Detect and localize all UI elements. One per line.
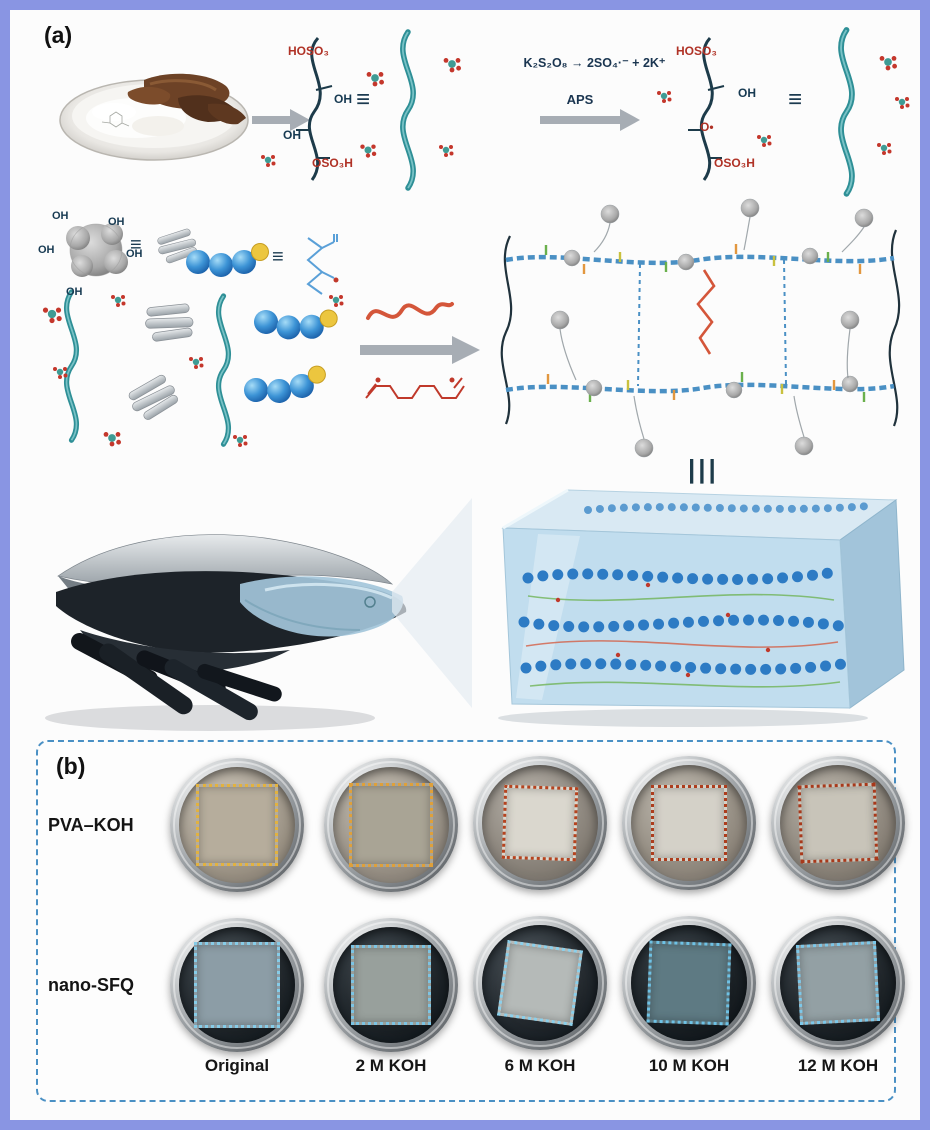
group-label-hoso3-before: HOSO₃ [288,44,329,58]
col-label-original: Original [204,1056,270,1075]
hydrogel-sample [646,940,732,1026]
reaction-equation: K₂S₂O₈ → 2SO₄·⁻ + 2K⁺ [523,56,666,70]
group-label-oh-before-2: OH [283,128,301,142]
hydrogel-sample [501,784,579,862]
col-label-10m-koh: 10 M KOH [648,1056,730,1075]
initiator-label: APS [566,92,594,107]
particle-oh-label: OH [52,210,69,222]
petri-dish-pva-10m [622,756,756,890]
equivalence-symbol-4: ≡ [272,246,284,268]
hydrogel-sample [196,784,278,866]
panel-b-border [36,740,896,1102]
petri-dish-pva-original [170,758,304,892]
equivalence-bars: ||| [688,454,719,484]
petri-dish-sfq-12m [771,916,905,1050]
panel-a-label: (a) [44,22,73,48]
panel-b-label: (b) [56,753,86,779]
petri-dish-sfq-original [170,918,304,1052]
particle-oh-label: OH [108,216,125,228]
group-label-o-radical: O• [700,120,714,134]
particle-oh-label: OH [66,286,83,298]
row-label-pva-koh: PVA–KOH [48,815,134,835]
petri-dish-sfq-6m [473,916,607,1050]
group-label-oso3h-before: OSO₃H [312,156,353,170]
group-label-oh-after: OH [738,86,756,100]
group-label-oso3h-after: OSO₃H [714,156,755,170]
col-label-12m-koh: 12 M KOH [797,1056,879,1075]
group-label-hoso3-after: HOSO₃ [676,44,717,58]
hydrogel-sample [497,940,583,1026]
hydrogel-sample [349,783,433,867]
equivalence-symbol-2: ≡ [788,86,803,113]
petri-dish-pva-2m [324,758,458,892]
row-label-nano-sfq: nano-SFQ [48,975,134,995]
particle-oh-label: OH [126,248,143,260]
col-label-6m-koh: 6 M KOH [504,1056,576,1075]
hydrogel-sample [797,782,879,864]
hydrogel-sample [351,945,431,1025]
petri-dish-pva-12m [771,756,905,890]
hydrogel-sample [651,785,727,861]
petri-dish-sfq-10m [622,916,756,1050]
petri-dish-sfq-2m [324,918,458,1052]
group-label-oh-before-1: OH [334,92,352,106]
hydrogel-sample [194,942,280,1028]
equivalence-symbol-3: ≡ [130,234,142,256]
equivalence-symbol-1: ≡ [356,86,371,113]
petri-dish-pva-6m [473,756,607,890]
col-label-2m-koh: 2 M KOH [355,1056,427,1075]
hydrogel-sample [795,940,881,1026]
particle-oh-label: OH [38,244,55,256]
